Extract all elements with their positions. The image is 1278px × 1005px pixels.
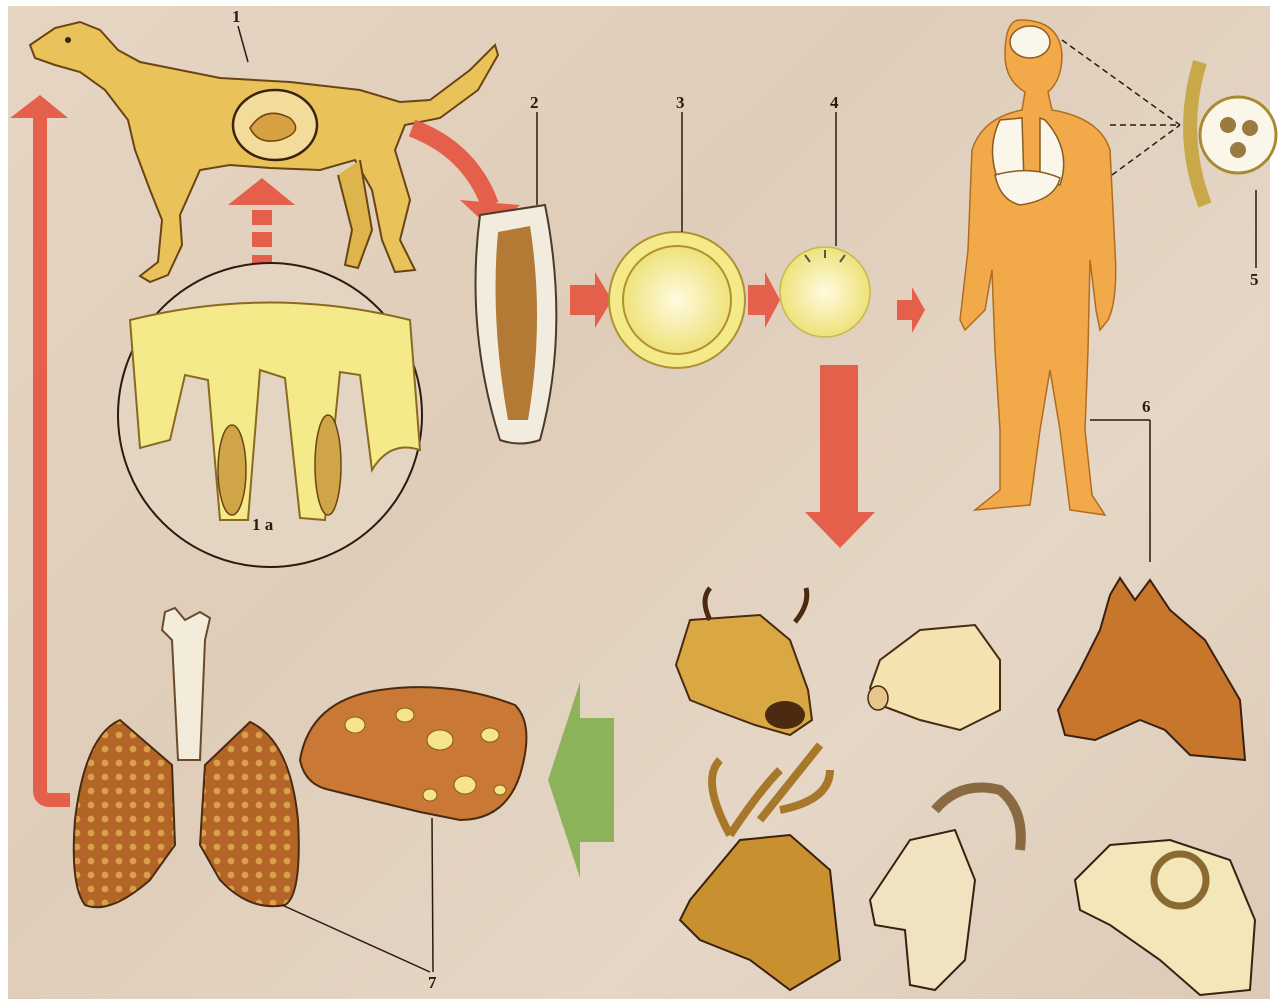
label-7: 7 [428, 973, 437, 992]
label-2: 2 [530, 93, 539, 112]
green-arrow [548, 682, 614, 878]
return-arrow [10, 95, 70, 800]
arrow-segment-to-egg [570, 272, 612, 328]
dashed-up-arrow [228, 178, 295, 270]
label-5: 5 [1250, 270, 1259, 289]
arrow-egg-to-oncosphere [748, 272, 780, 328]
pig-icon [868, 625, 1000, 730]
oncosphere-icon [780, 247, 870, 337]
label-4: 4 [830, 93, 839, 112]
label-6: 6 [1142, 397, 1151, 416]
lungs-icon [74, 608, 299, 907]
label-3: 3 [676, 93, 685, 112]
label-1: 1 [232, 7, 241, 26]
goat-icon [870, 788, 1021, 991]
arrow-to-animals [805, 365, 875, 548]
arrow-dog-to-segment [412, 128, 490, 205]
liver-icon [300, 687, 526, 820]
cow-icon [676, 588, 812, 735]
egg-icon [609, 232, 745, 368]
horse-icon [1058, 578, 1245, 760]
sheep-icon [1075, 840, 1255, 995]
tapeworm-segment-icon [476, 205, 557, 444]
human-icon [960, 20, 1116, 515]
label-1a: 1 a [252, 515, 274, 534]
deer-icon [680, 745, 840, 990]
arrow-oncosphere-to-human [897, 287, 925, 333]
